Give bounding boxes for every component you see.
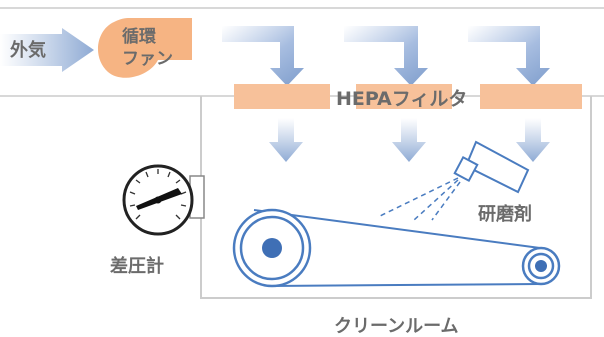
- small-roller-icon: [521, 246, 561, 286]
- downflow-arrow-2: [392, 118, 426, 162]
- duct-arrow-1: [222, 26, 304, 86]
- abrasive-spray-lines: [379, 177, 461, 221]
- downflow-arrow-3: [516, 118, 550, 162]
- abrasive-nozzle-icon: [453, 140, 530, 194]
- duct-arrow-2: [344, 26, 428, 86]
- duct-arrow-3: [468, 26, 550, 86]
- conveyor-belt: [253, 209, 541, 287]
- pressure-gauge-icon: [122, 164, 205, 236]
- hepa-filter-label: HEPAフィルタ: [336, 88, 468, 110]
- hepa-filter-block-2: [356, 84, 452, 109]
- circulation-fan-shape: [97, 18, 192, 78]
- downflow-arrow-1: [269, 118, 303, 162]
- abrasive-label: 研磨剤: [478, 204, 532, 225]
- circulation-fan-label-text: 循環 ファン: [122, 27, 173, 69]
- hepa-filter-block-3: [480, 84, 582, 109]
- outside-air-arrow: [0, 28, 94, 72]
- outside-air-label: 外気: [10, 40, 46, 61]
- clean-room-label: クリーンルーム: [334, 316, 459, 337]
- hepa-filter-block-1: [234, 84, 330, 109]
- pressure-gauge-label: 差圧計: [110, 256, 164, 277]
- large-roller-icon: [232, 208, 312, 288]
- circulation-fan-label: 循環 ファン: [122, 26, 173, 70]
